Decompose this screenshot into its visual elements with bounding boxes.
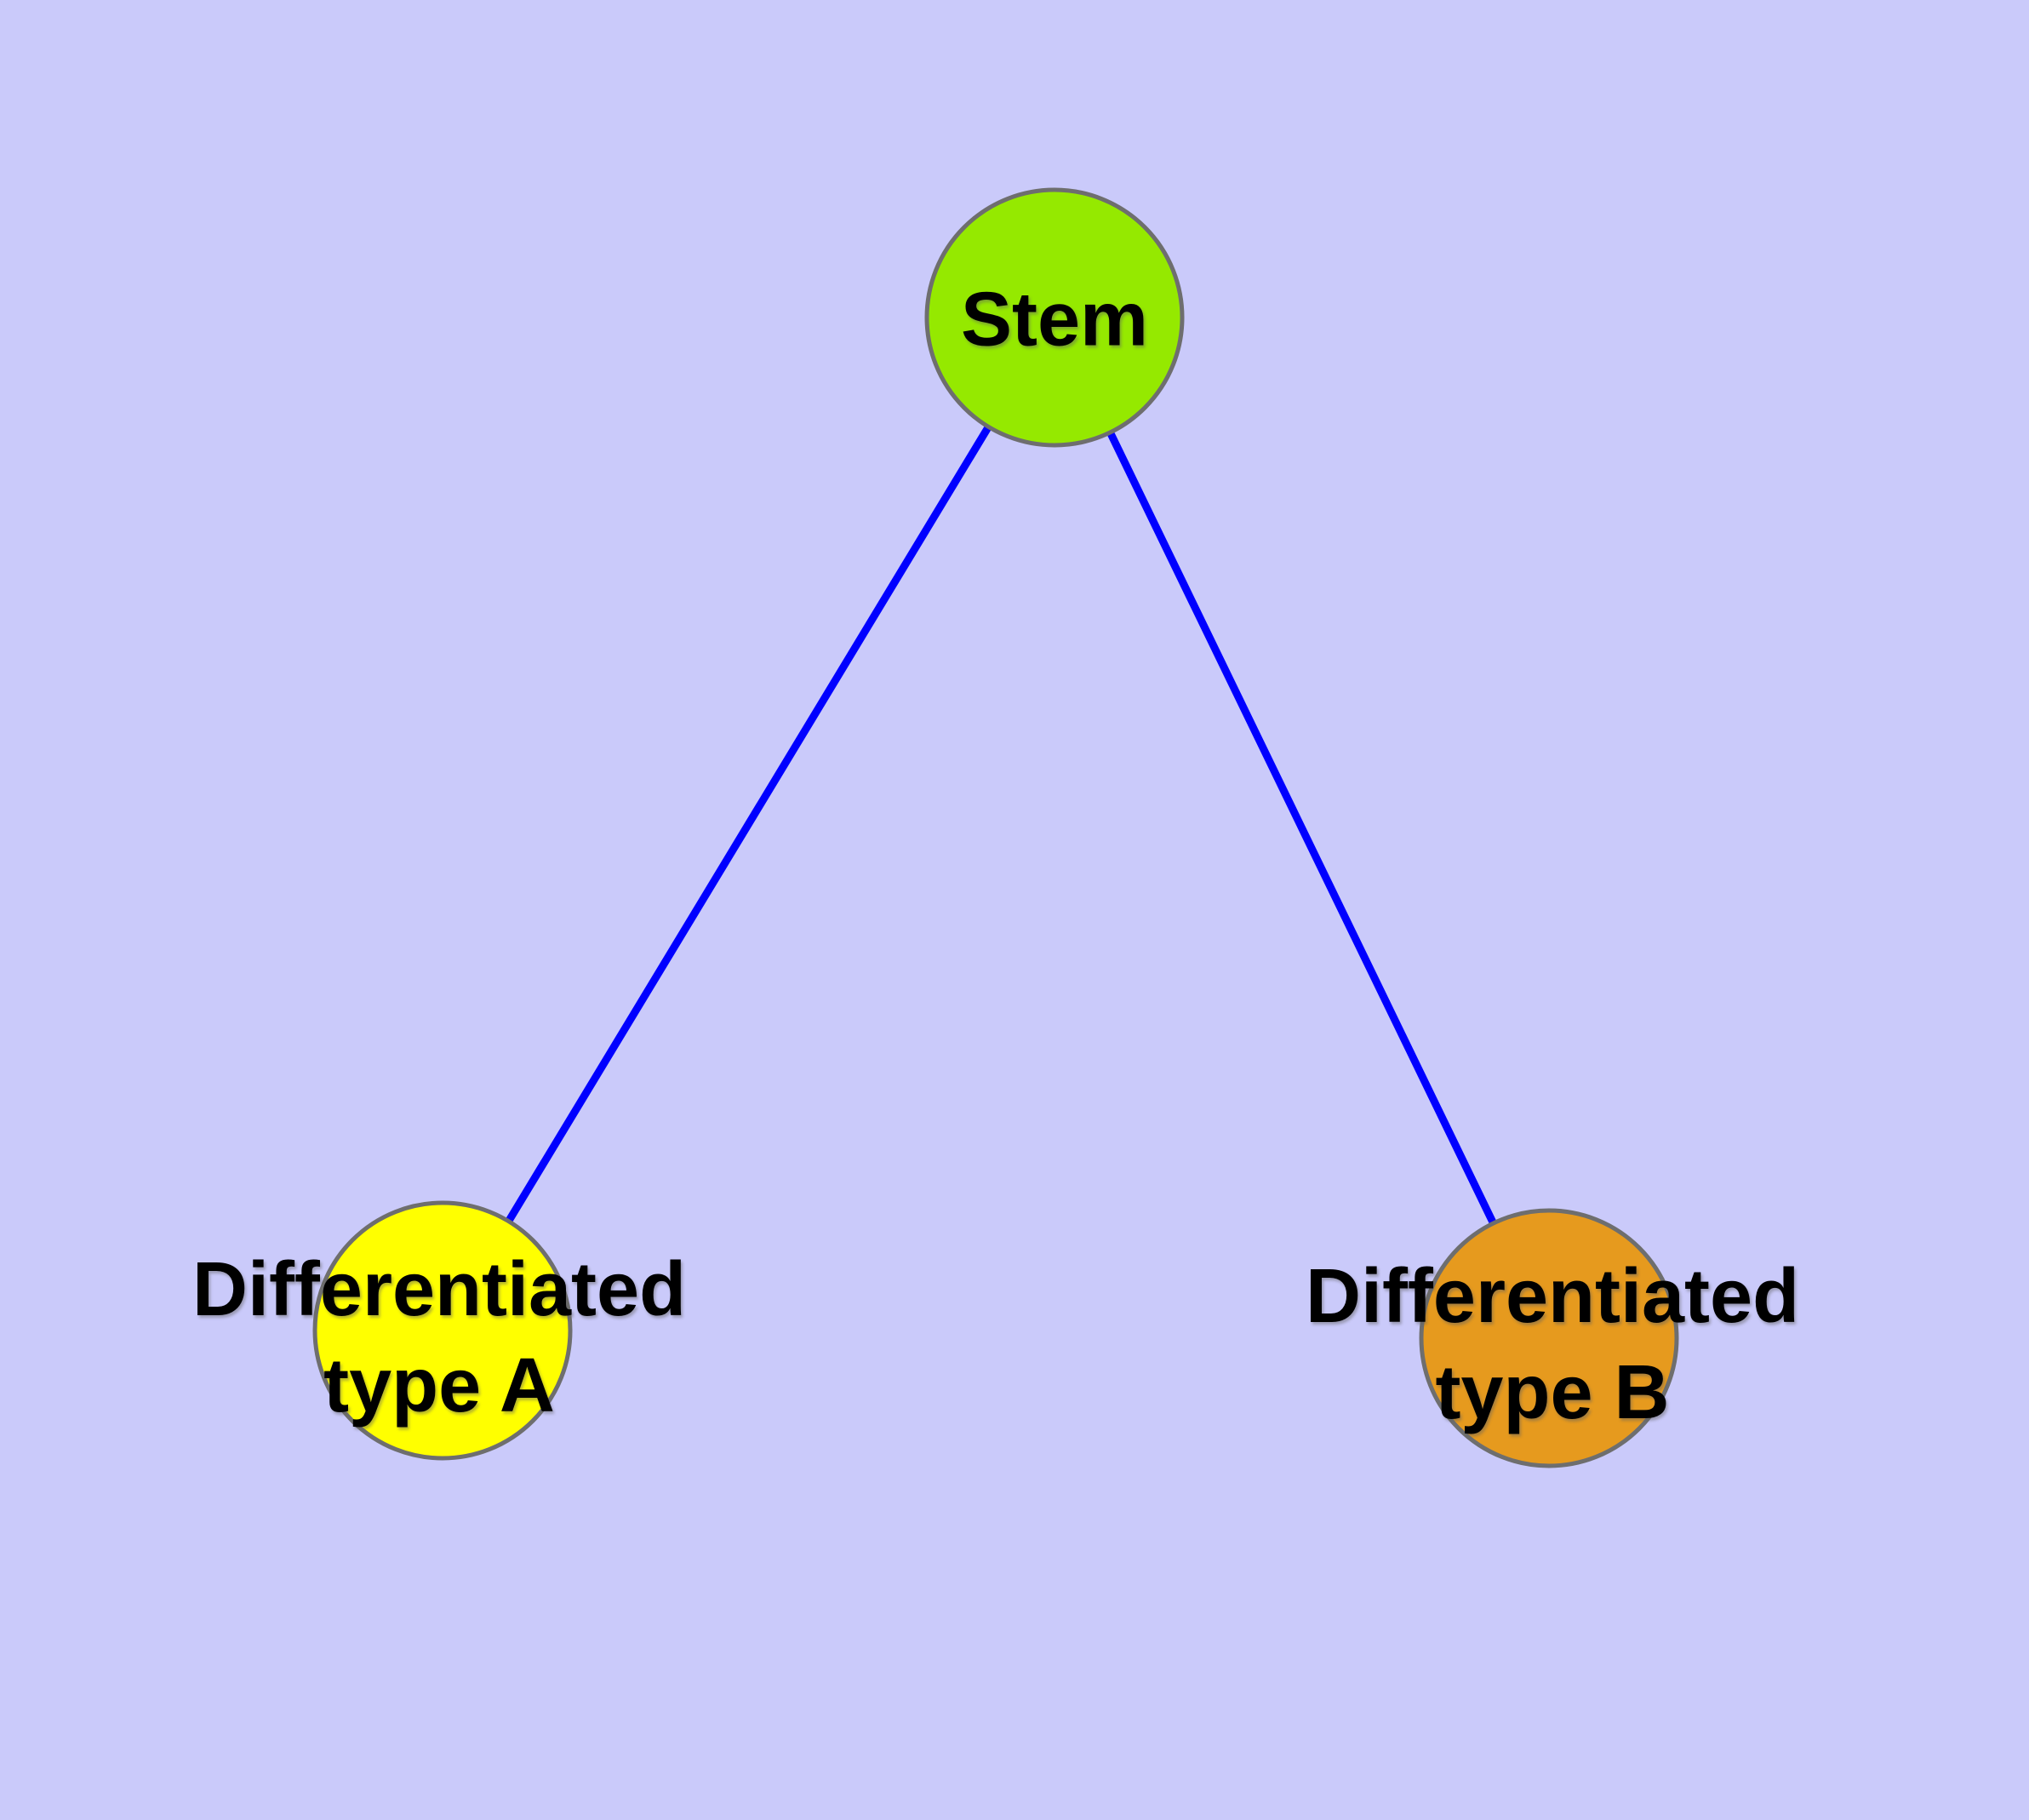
node-label-differentiated-type-b: Differentiated type B <box>1306 1249 1799 1441</box>
node-label-type-a-line1: Differentiated <box>191 1247 687 1332</box>
node-label-type-b-line1: Differentiated <box>1305 1254 1800 1339</box>
node-stem <box>924 187 1185 448</box>
node-label-stem: Stem <box>961 272 1148 369</box>
node-label-differentiated-type-a: Differentiated type A <box>192 1242 686 1434</box>
edge-stem-to-type-a <box>439 315 1058 1333</box>
node-label-type-b-line2: type B <box>1435 1350 1670 1435</box>
edge-stem-to-type-b <box>1050 316 1553 1340</box>
node-label-stem-text: Stem <box>960 277 1149 363</box>
node-differentiated-type-a <box>312 1200 573 1461</box>
node-label-type-a-line2: type A <box>323 1343 555 1428</box>
node-differentiated-type-b <box>1419 1208 1679 1468</box>
